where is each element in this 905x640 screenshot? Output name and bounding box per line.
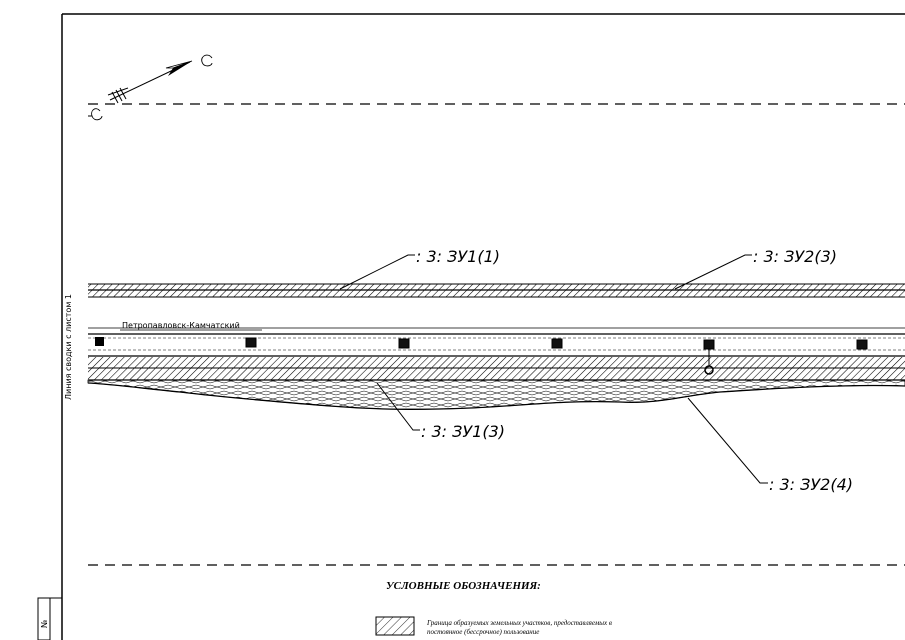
leader-zu2-4: [687, 397, 768, 484]
road-marker: [245, 337, 257, 348]
north-letter-icon: [201, 54, 213, 67]
legend-item: Граница образуемых земельных участков, п…: [375, 616, 612, 636]
leader-lines: [339, 254, 768, 484]
road-name: Петропавловск-Камчатский: [122, 321, 240, 330]
road-marker: [551, 338, 563, 349]
road-marker: [398, 338, 410, 349]
legend: УСЛОВНЫЕ ОБОЗНАЧЕНИЯ: Граница образуемых…: [375, 580, 612, 636]
legend-item-line1: Граница образуемых земельных участков, п…: [426, 619, 612, 627]
lower-plot-strip: [88, 357, 905, 381]
road-corridor: [88, 327, 905, 357]
plot-label-zu2-3: : 3: ЗУ2(3): [753, 247, 837, 266]
road-name-group: Петропавловск-Камчатский: [120, 321, 262, 331]
south-letter-icon: [88, 108, 103, 121]
road-marker: [95, 337, 104, 346]
road-marker: [703, 339, 715, 350]
compass-feather-icon: [107, 87, 129, 104]
leader-zu2-3: [674, 254, 752, 290]
legend-swatch-hatch-icon: [375, 616, 415, 636]
legend-item-line2: постоянное (бессрочное) пользование: [427, 628, 539, 636]
compass: [88, 54, 213, 121]
corner-stamp-label: №: [40, 619, 49, 628]
sheet-side-label: Линия сводки с листом 1: [64, 294, 73, 400]
plot-label-zu2-4: : 3: ЗУ2(4): [769, 475, 853, 494]
road-markers: [95, 337, 868, 375]
leader-zu1-1: [339, 254, 415, 290]
plot-label-zu1-3: : 3: ЗУ1(3): [421, 422, 505, 441]
legend-title: УСЛОВНЫЕ ОБОЗНАЧЕНИЯ:: [386, 580, 541, 592]
sheet-frame: [61, 13, 905, 640]
road-marker: [856, 339, 868, 350]
plot-label-zu1-1: : 3: ЗУ1(1): [416, 247, 500, 266]
leader-zu1-3: [376, 382, 420, 431]
compass-arrow-icon: [168, 61, 192, 76]
upper-plot-strip: [88, 283, 905, 298]
corner-stamp: [37, 597, 62, 640]
embankment-strip: [87, 379, 905, 410]
